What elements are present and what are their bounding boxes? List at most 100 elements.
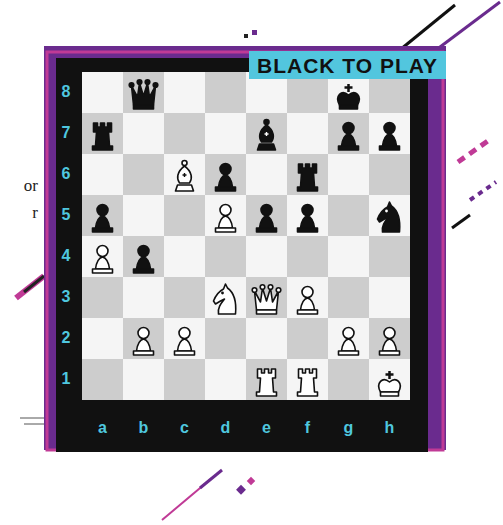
- board-square: [205, 277, 246, 318]
- piece-part: [97, 205, 108, 216]
- piece-part: [301, 216, 315, 228]
- piece-part: [380, 146, 400, 150]
- board-square: [164, 318, 205, 359]
- piece-part: [216, 228, 236, 232]
- board-square: [246, 154, 287, 195]
- piece-part: [301, 298, 315, 310]
- piece-part: [137, 339, 151, 351]
- board-square: [328, 277, 369, 318]
- black-piece: [338, 84, 359, 109]
- piece-part: [178, 339, 192, 351]
- piece-part: [384, 123, 395, 134]
- piece-part: [138, 246, 149, 257]
- white-piece: [298, 369, 318, 396]
- board-square: [369, 277, 410, 318]
- board-square: [246, 277, 287, 318]
- piece-part: [383, 134, 397, 146]
- piece-part: [220, 205, 231, 216]
- piece-part: [219, 175, 233, 187]
- piece-part: [380, 351, 400, 355]
- board-square: [287, 277, 328, 318]
- piece-part: [93, 228, 113, 232]
- deco-line: [452, 215, 470, 228]
- piece-part: [93, 123, 113, 150]
- board-square: [205, 359, 246, 400]
- piece-part: [378, 202, 400, 232]
- black-piece: [378, 202, 400, 232]
- piece-part: [342, 134, 356, 146]
- deco-dot: [252, 30, 257, 35]
- board-square: [82, 318, 123, 359]
- board-coordinate: d: [221, 420, 231, 436]
- board-square: [123, 195, 164, 236]
- white-piece: [134, 328, 154, 356]
- piece-part: [261, 205, 272, 216]
- white-piece: [380, 328, 400, 356]
- piece-part: [384, 328, 395, 339]
- white-piece: [176, 161, 194, 192]
- board-square: [123, 318, 164, 359]
- board-square: [246, 318, 287, 359]
- piece-part: [302, 205, 313, 216]
- piece-part: [260, 125, 274, 142]
- board-square: [205, 318, 246, 359]
- board-square: [82, 359, 123, 400]
- piece-part: [216, 187, 236, 191]
- board-coordinate: g: [344, 420, 354, 436]
- piece-part: [260, 285, 265, 290]
- piece-part: [134, 105, 154, 109]
- deco-dot: [244, 34, 248, 38]
- board-square: [369, 113, 410, 154]
- piece-part: [298, 228, 318, 232]
- board-square: [246, 113, 287, 154]
- board-square: [123, 359, 164, 400]
- board-square: [205, 154, 246, 195]
- board-square: [369, 359, 410, 400]
- piece-part: [255, 288, 279, 310]
- board-square: [82, 277, 123, 318]
- board-square: [164, 113, 205, 154]
- piece-part: [96, 257, 110, 269]
- piece-part: [268, 285, 273, 290]
- black-piece: [339, 123, 359, 151]
- board-square: [328, 113, 369, 154]
- piece-part: [182, 161, 187, 166]
- piece-part: [145, 80, 150, 85]
- board-square: [205, 236, 246, 277]
- piece-part: [386, 371, 394, 379]
- board-square: [164, 236, 205, 277]
- board-square: [287, 359, 328, 400]
- piece-part: [219, 216, 233, 228]
- black-piece: [134, 246, 154, 274]
- piece-part: [153, 83, 158, 88]
- board-square: [287, 154, 328, 195]
- board-square: [205, 195, 246, 236]
- piece-part: [257, 228, 277, 232]
- board-coordinate: 3: [62, 289, 71, 305]
- piece-part: [302, 287, 313, 298]
- deco-dot: [247, 477, 255, 485]
- piece-part: [176, 185, 194, 191]
- board-coordinate: f: [305, 420, 310, 436]
- board-square: [164, 72, 205, 113]
- black-piece: [93, 123, 113, 150]
- board-square: [246, 195, 287, 236]
- board-coordinate: h: [385, 420, 395, 436]
- board-square: [82, 113, 123, 154]
- page-text-fragment: r: [32, 204, 38, 221]
- board-square: [82, 236, 123, 277]
- board-square: [82, 154, 123, 195]
- pink-frame: [47, 52, 443, 450]
- piece-part: [260, 216, 274, 228]
- board-square: [82, 195, 123, 236]
- piece-part: [339, 146, 359, 150]
- white-piece: [298, 287, 318, 315]
- piece-part: [343, 123, 354, 134]
- piece-part: [134, 351, 154, 355]
- black-piece: [216, 164, 236, 192]
- deco-line: [200, 470, 222, 488]
- piece-part: [381, 392, 399, 396]
- title-banner: BLACK TO PLAY: [249, 51, 446, 79]
- board-coordinate: 1: [62, 371, 71, 387]
